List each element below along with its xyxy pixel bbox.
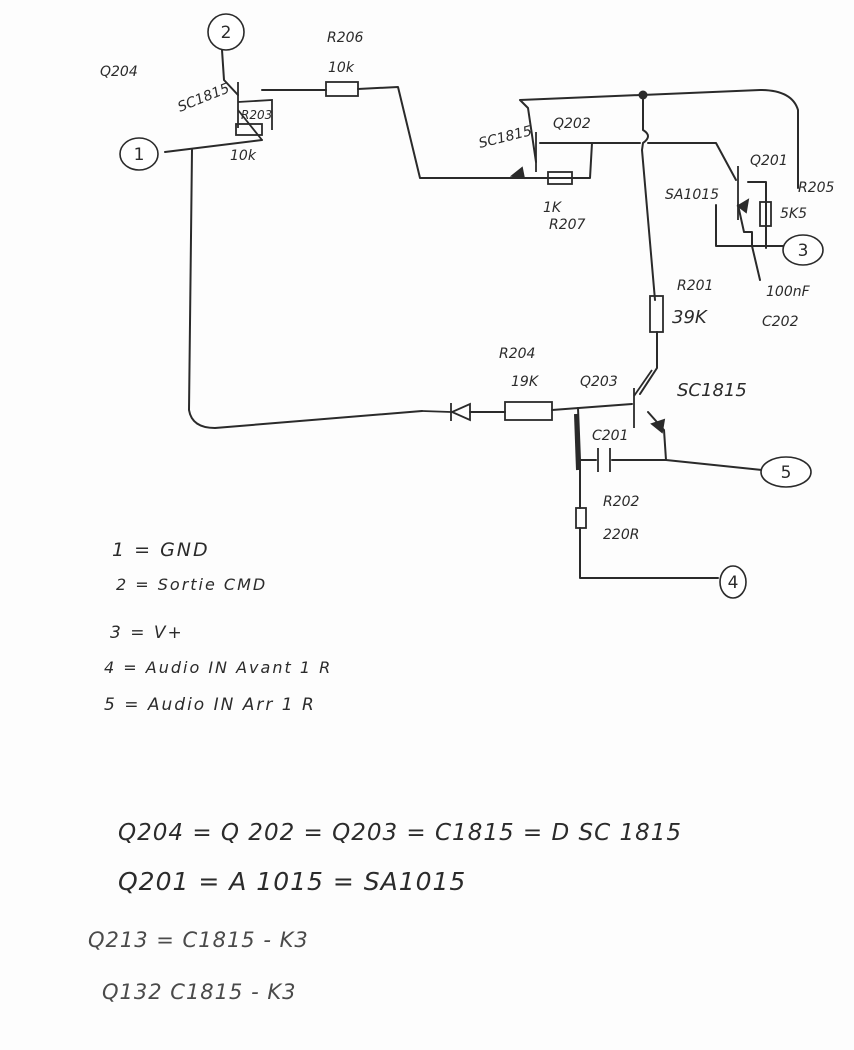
q201-emitter-arrow bbox=[736, 198, 750, 214]
r206-ref-label: R206 bbox=[327, 30, 364, 46]
wire-r204-q203 bbox=[551, 403, 633, 411]
equivalence-line-2: Q201 = A 1015 = SA1015 bbox=[118, 867, 466, 896]
c201-thick-stroke bbox=[574, 413, 580, 471]
pin-2: 2 bbox=[207, 13, 245, 51]
wire-r202-pin4 bbox=[579, 527, 719, 579]
diode-symbol bbox=[449, 402, 471, 422]
svg-text:2: 2 bbox=[221, 23, 232, 43]
wire-r206-out bbox=[357, 86, 519, 179]
transistor-equivalences: Q204 = Q 202 = Q203 = C1815 = D SC 1815 … bbox=[88, 820, 682, 1004]
r207-resistor-symbol bbox=[547, 171, 573, 185]
wire-q201-bracket bbox=[747, 181, 767, 249]
junction-dot bbox=[638, 90, 648, 100]
pin-1: 1 bbox=[119, 137, 159, 171]
wire-c202-lead bbox=[751, 245, 761, 281]
legend-line-5: 5 = Audio IN Arr 1 R bbox=[104, 695, 316, 715]
r204-value-label: 19K bbox=[511, 374, 540, 390]
r206-resistor-symbol bbox=[325, 81, 359, 97]
wire-q204-to-pin2 bbox=[221, 49, 239, 96]
r203-resistor-symbol bbox=[235, 123, 263, 136]
r204-resistor-symbol bbox=[504, 401, 553, 421]
r204-ref-label: R204 bbox=[499, 346, 535, 362]
q204-ref-label: Q204 bbox=[100, 64, 138, 80]
q203-emitter-arrow bbox=[650, 418, 666, 434]
q203-ref-label: Q203 bbox=[580, 374, 618, 390]
pin-3: 3 bbox=[782, 234, 824, 266]
pin-legend: 1 = GND 2 = Sortie CMD 3 = V+ 4 = Audio … bbox=[104, 539, 332, 715]
equivalence-line-4: Q132 C1815 - K3 bbox=[102, 980, 296, 1004]
wire-r201-q203 bbox=[639, 331, 658, 395]
r202-value-label: 220R bbox=[603, 527, 639, 543]
svg-text:4: 4 bbox=[728, 573, 739, 593]
r205-resistor-symbol bbox=[759, 201, 772, 227]
r205-ref-label: R205 bbox=[798, 180, 835, 196]
r205-value-label: 5K5 bbox=[780, 206, 807, 222]
r202-resistor-symbol bbox=[575, 507, 587, 529]
svg-text:5: 5 bbox=[781, 463, 792, 483]
c202-value-label: 100nF bbox=[766, 284, 811, 300]
pin-5: 5 bbox=[760, 456, 812, 488]
components bbox=[235, 81, 772, 529]
equivalence-line-1: Q204 = Q 202 = Q203 = C1815 = D SC 1815 bbox=[118, 820, 682, 846]
wire-q201-emitter bbox=[715, 204, 785, 247]
r202-ref-label: R202 bbox=[603, 494, 640, 510]
q201-type-label: SA1015 bbox=[665, 187, 719, 203]
pin-4: 4 bbox=[719, 565, 747, 599]
q203-type-label: SC1815 bbox=[677, 380, 747, 401]
r207-ref-label: R207 bbox=[549, 217, 586, 233]
r203-ref-label: R203 bbox=[241, 108, 272, 122]
r203-bracket bbox=[237, 99, 273, 130]
r207-value-label: 1K bbox=[543, 200, 563, 216]
wire-to-q201 bbox=[647, 142, 737, 181]
wire-gnd-left-bus bbox=[164, 139, 263, 153]
legend-line-1: 1 = GND bbox=[112, 539, 210, 561]
legend-line-4: 4 = Audio IN Avant 1 R bbox=[104, 658, 332, 677]
svg-text:3: 3 bbox=[798, 241, 809, 261]
q202-type-label: SC1815 bbox=[477, 123, 534, 152]
q203-collector-leg bbox=[633, 369, 653, 397]
wire-gnd-vertical bbox=[188, 149, 423, 429]
wire-top-rail bbox=[641, 89, 799, 189]
c201-ref-label: C201 bbox=[592, 428, 629, 444]
wire-q203-emitter bbox=[647, 411, 763, 471]
r201-value-label: 39K bbox=[672, 307, 708, 328]
wire-q201-base bbox=[737, 204, 753, 247]
c202-ref-label: C202 bbox=[762, 314, 799, 330]
wire-center-vertical bbox=[641, 94, 656, 301]
legend-line-2: 2 = Sortie CMD bbox=[116, 575, 267, 594]
q202-ref-label: Q202 bbox=[553, 116, 591, 132]
r201-ref-label: R201 bbox=[677, 278, 713, 294]
diode-lead bbox=[421, 410, 452, 413]
r203-value-label: 10k bbox=[230, 148, 257, 164]
q201-ref-label: Q201 bbox=[750, 153, 788, 169]
q202-emitter-arrow bbox=[509, 166, 526, 180]
r201-resistor-symbol bbox=[649, 295, 664, 333]
q204-type-label: SC1815 bbox=[176, 81, 232, 116]
svg-text:1: 1 bbox=[134, 145, 145, 165]
pins: 1 2 3 4 5 bbox=[119, 13, 824, 599]
equivalence-line-3: Q213 = C1815 - K3 bbox=[88, 928, 309, 952]
r206-value-label: 10k bbox=[328, 60, 355, 76]
legend-line-3: 3 = V+ bbox=[110, 623, 184, 643]
